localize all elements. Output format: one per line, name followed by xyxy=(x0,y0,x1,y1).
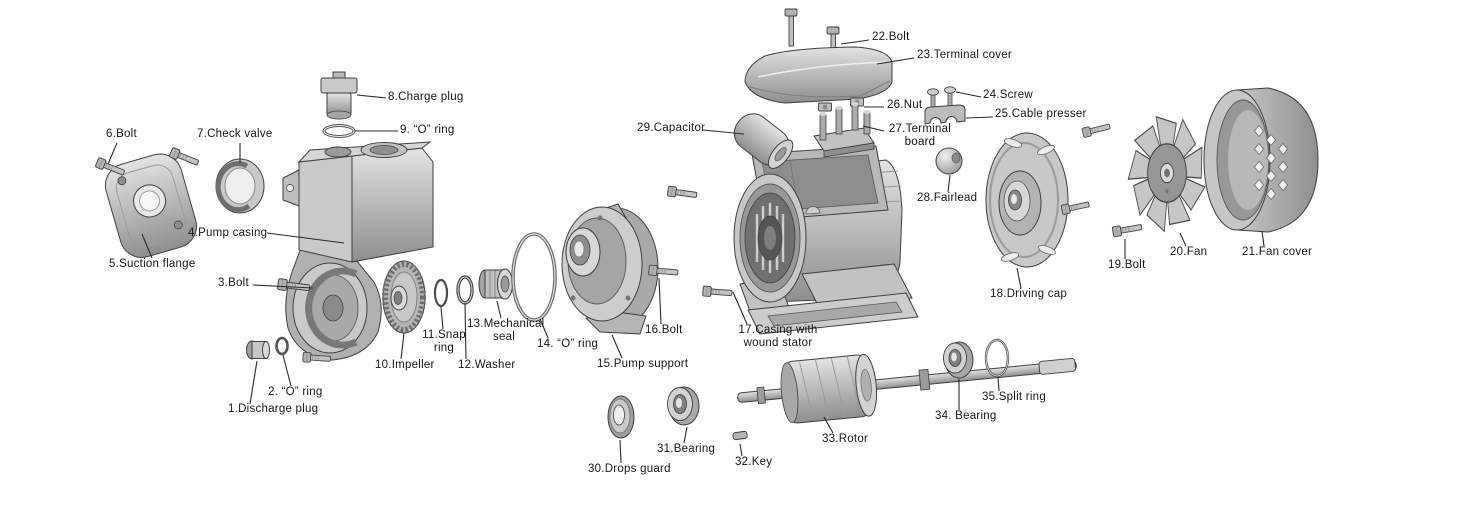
part-mechanical-seal-drawing xyxy=(478,268,513,300)
part-drops-guard-drawing xyxy=(607,395,635,439)
part-stator-casing-drawing xyxy=(733,145,919,335)
part-snap-ring-drawing xyxy=(433,278,449,308)
part-label-3-bolt: 3.Bolt xyxy=(218,277,249,289)
part-label-14-o-ring: 14. “O” ring xyxy=(537,338,599,350)
part-label-35-split-ring: 35.Split ring xyxy=(982,391,1046,403)
part-rotor-drawing xyxy=(737,353,1077,424)
part-label-18-driving-cap: 18.Driving cap xyxy=(990,288,1068,300)
part-cable-presser-drawing xyxy=(924,104,966,125)
part-label-24-screw: 24.Screw xyxy=(983,89,1033,101)
part-label-9-o-ring: 9. “O” ring xyxy=(400,124,455,136)
part-label-32-key: 32.Key xyxy=(735,456,773,468)
part-label-33-rotor: 33.Rotor xyxy=(822,433,869,445)
part-label-16-bolt: 16.Bolt xyxy=(645,324,683,336)
part-o-ring-9-drawing xyxy=(322,124,356,138)
part-washer-drawing xyxy=(456,275,474,305)
part-label-27-terminal-board: 27.Terminal board xyxy=(888,123,952,148)
part-label-22-bolt: 22.Bolt xyxy=(872,31,910,43)
part-fan-cover-drawing xyxy=(1203,87,1319,233)
part-label-4-pump-casing: 4.Pump casing xyxy=(188,227,268,239)
part-label-10-impeller: 10.Impeller xyxy=(375,359,435,371)
part-label-23-terminal-cover: 23.Terminal cover xyxy=(917,49,1013,61)
part-pump-support-drawing xyxy=(561,203,659,335)
part-bearing-31-drawing xyxy=(667,386,700,426)
part-label-2-o-ring: 2. “O” ring xyxy=(268,386,323,398)
part-label-30-drops-guard: 30.Drops guard xyxy=(588,463,671,475)
part-label-34-bearing: 34. Bearing xyxy=(935,410,997,422)
part-label-31-bearing: 31.Bearing xyxy=(657,443,716,455)
part-label-29-capacitor: 29.Capacitor xyxy=(637,122,706,134)
part-label-19-bolt: 19.Bolt xyxy=(1108,259,1146,271)
part-check-valve-drawing xyxy=(215,158,265,214)
part-label-25-cable-presser: 25.Cable presser xyxy=(995,108,1087,120)
part-label-6-bolt: 6.Bolt xyxy=(106,128,137,140)
part-label-28-fairlead: 28.Fairlead xyxy=(917,192,978,204)
part-bearing-34-drawing xyxy=(943,341,974,379)
part-split-ring-drawing xyxy=(984,338,1010,378)
part-label-7-check-valve: 7.Check valve xyxy=(197,128,273,140)
part-label-5-suction-flange: 5.Suction flange xyxy=(109,258,196,270)
part-label-12-washer: 12.Washer xyxy=(458,359,516,371)
part-label-26-nut: 26.Nut xyxy=(887,99,923,111)
part-capacitor-drawing xyxy=(733,113,794,169)
part-driving-cap-drawing xyxy=(985,132,1069,268)
part-o-ring-2-drawing xyxy=(275,336,289,356)
part-bolt-16-drawing xyxy=(648,185,733,299)
part-impeller-drawing xyxy=(382,260,426,334)
part-label-11-snap-ring: 11.Snap ring xyxy=(422,329,466,354)
part-suction-flange-drawing xyxy=(104,153,197,258)
part-key-drawing xyxy=(732,430,748,441)
part-fairlead-drawing xyxy=(935,147,963,175)
part-label-13-mechanical-seal: 13.Mechanical seal xyxy=(467,318,545,343)
part-fan-drawing xyxy=(1127,116,1207,232)
part-label-15-pump-support: 15.Pump support xyxy=(597,358,689,370)
part-charge-plug-drawing xyxy=(320,71,358,120)
part-o-ring-14-drawing xyxy=(511,232,557,322)
part-pump-casing-drawing xyxy=(282,141,434,361)
part-discharge-plug-drawing xyxy=(246,340,270,360)
part-terminal-board-drawing xyxy=(813,102,875,158)
part-label-20-fan: 20.Fan xyxy=(1170,246,1208,258)
part-label-17-casing-wound-stator: 17.Casing with wound stator xyxy=(738,324,818,349)
leader-lines xyxy=(107,39,1265,464)
part-terminal-cover-drawing xyxy=(744,46,893,104)
part-label-21-fan-cover: 21.Fan cover xyxy=(1242,246,1313,258)
part-label-1-discharge-plug: 1.Discharge plug xyxy=(228,403,319,415)
part-label-8-charge-plug: 8.Charge plug xyxy=(388,91,464,103)
